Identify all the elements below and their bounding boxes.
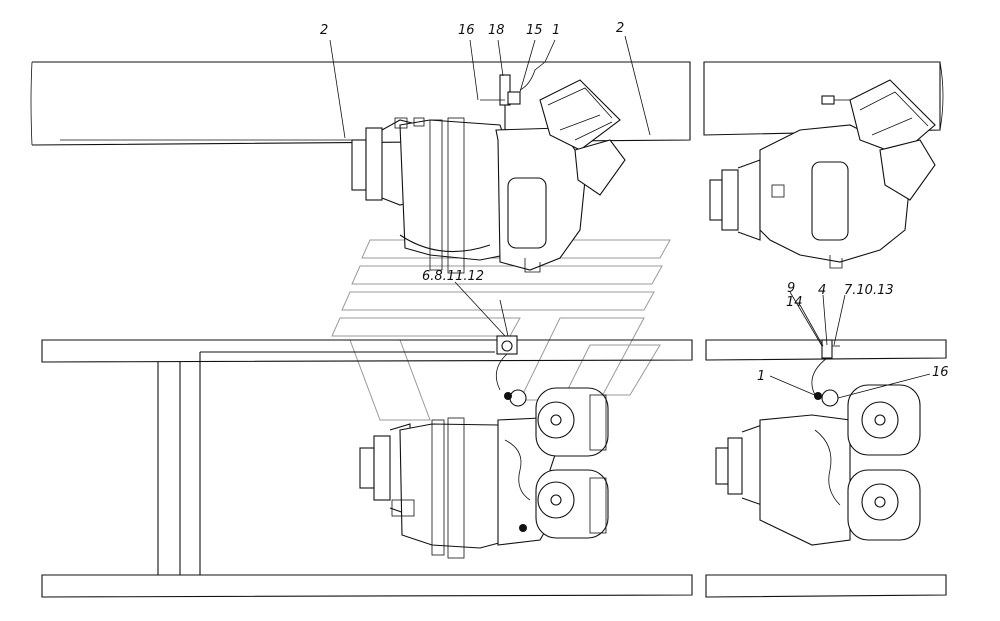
leader-lines bbox=[329, 35, 931, 399]
callout-2-top-right: 2 bbox=[616, 21, 624, 36]
callout-labels: 2 16 18 15 1 2 6.8.11.12 9 14 4 7.10.13 … bbox=[320, 21, 949, 384]
top-right-side-view bbox=[703, 61, 944, 269]
callout-7-10-13: 7.10.13 bbox=[844, 283, 894, 298]
bottom-left-plan-view bbox=[41, 299, 693, 598]
callout-16-top: 16 bbox=[458, 23, 475, 38]
top-left-side-view bbox=[30, 61, 691, 274]
callout-1-top: 1 bbox=[552, 23, 560, 38]
callout-4: 4 bbox=[818, 283, 826, 298]
bottom-right-plan-view bbox=[705, 339, 947, 598]
callout-6-8-11-12: 6.8.11.12 bbox=[422, 269, 484, 284]
callout-9: 9 bbox=[787, 281, 795, 296]
callout-16-bottom: 16 bbox=[932, 365, 949, 380]
callout-2-top-left: 2 bbox=[320, 23, 328, 38]
callout-14: 14 bbox=[786, 295, 803, 310]
callout-18: 18 bbox=[488, 23, 505, 38]
watermark-logo bbox=[331, 239, 671, 421]
callout-1-bottom: 1 bbox=[757, 369, 765, 384]
callout-15: 15 bbox=[526, 23, 543, 38]
